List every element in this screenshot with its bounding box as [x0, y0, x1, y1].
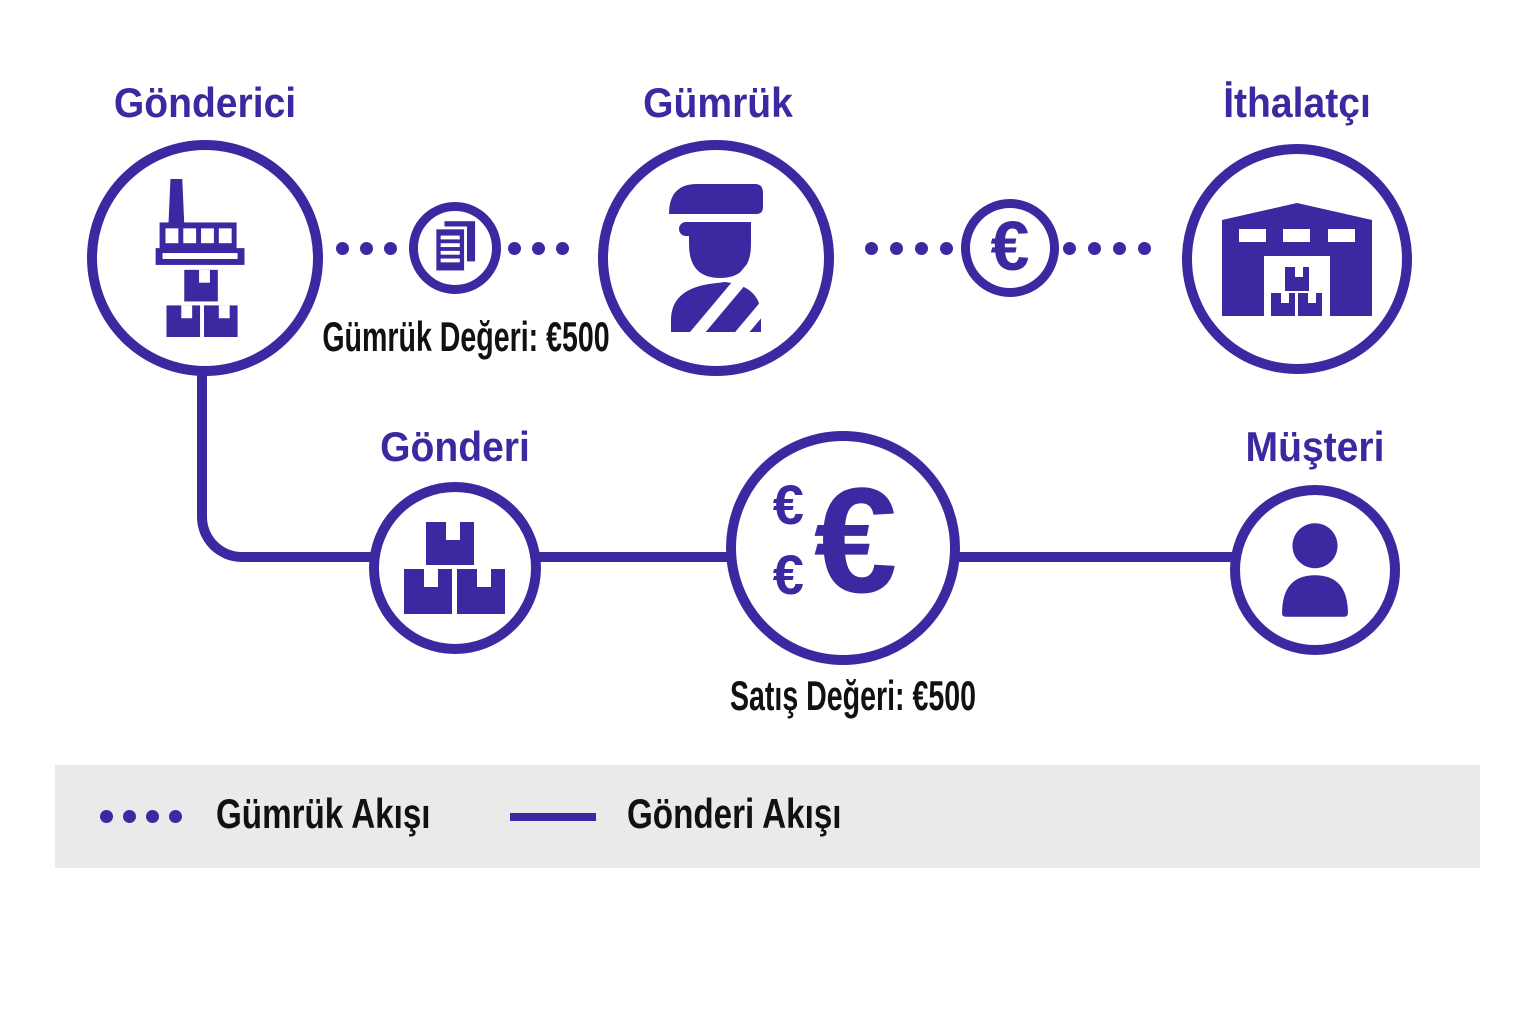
customs-flow-dotted-line	[336, 242, 397, 255]
dot	[1138, 242, 1151, 255]
shipment-flow-line	[535, 552, 730, 562]
euro-small-column: € €	[772, 473, 804, 606]
euro-small-icon: €	[772, 473, 804, 536]
dot	[940, 242, 953, 255]
factory-boxes-icon	[155, 179, 245, 337]
dot	[384, 242, 397, 255]
legend-bar	[55, 765, 1480, 868]
dot	[532, 242, 545, 255]
node-customer-circle	[1230, 485, 1400, 655]
node-euro-coin-circle: €	[961, 199, 1059, 297]
parcel-boxes-icon	[404, 522, 505, 614]
node-customs-circle	[598, 140, 834, 376]
legend-label-text: Gönderi Akışı	[627, 790, 842, 837]
customs-value-text: Gümrük Değeri: €500	[322, 313, 610, 360]
dot	[360, 242, 373, 255]
dot	[100, 810, 113, 823]
dot	[146, 810, 159, 823]
euro-small-icon: €	[772, 543, 804, 606]
customs-flow-dotted-line	[508, 242, 569, 255]
legend-dotted-line-marker	[100, 810, 182, 823]
node-title-text: İthalatçı	[1223, 79, 1371, 126]
node-title-sender: Gönderici	[107, 79, 303, 126]
node-title-importer: İthalatçı	[1218, 79, 1377, 126]
legend-solid-line-marker	[510, 813, 596, 821]
dot	[169, 810, 182, 823]
node-title-text: Müşteri	[1245, 423, 1385, 470]
node-title-customer: Müşteri	[1240, 423, 1389, 470]
euro-big-icon: €	[813, 456, 898, 624]
legend-shipment-flow-label: Gönderi Akışı	[627, 790, 899, 837]
dot	[865, 242, 878, 255]
customs-officer-icon	[669, 184, 769, 334]
dot	[1088, 242, 1101, 255]
person-icon	[1282, 523, 1348, 617]
legend-label-text: Gümrük Akışı	[216, 790, 431, 837]
node-sender-circle	[87, 140, 323, 376]
node-importer-circle	[1182, 144, 1412, 374]
euro-values-icon: € € €	[772, 456, 898, 624]
node-title-text: Gümrük	[643, 79, 793, 126]
dot	[915, 242, 928, 255]
shipment-flow-elbow-line	[197, 374, 372, 562]
node-shipment-circle	[369, 482, 541, 654]
customs-flow-dotted-line	[1063, 242, 1151, 255]
dot	[123, 810, 136, 823]
warehouse-icon	[1222, 202, 1372, 316]
customs-flow-dotted-line	[865, 242, 953, 255]
dot	[890, 242, 903, 255]
node-title-customs: Gümrük	[637, 79, 798, 126]
node-document-circle	[409, 202, 501, 294]
customs-value-caption: Gümrük Değeri: €500	[255, 313, 678, 360]
node-title-text: Gönderici	[113, 79, 297, 126]
document-icon	[433, 221, 476, 274]
dot	[508, 242, 521, 255]
sales-value-caption: Satış Değeri: €500	[672, 672, 1034, 719]
euro-coin-icon: €	[990, 207, 1030, 285]
node-title-shipment: Gönderi	[374, 423, 535, 470]
node-sales-value-circle: € € €	[726, 431, 960, 665]
sales-value-text: Satış Değeri: €500	[729, 672, 977, 719]
dot	[336, 242, 349, 255]
shipment-flow-line	[955, 552, 1235, 562]
dot	[1063, 242, 1076, 255]
dot	[556, 242, 569, 255]
legend-customs-flow-label: Gümrük Akışı	[216, 790, 488, 837]
node-title-text: Gönderi	[380, 423, 530, 470]
dot	[1113, 242, 1126, 255]
